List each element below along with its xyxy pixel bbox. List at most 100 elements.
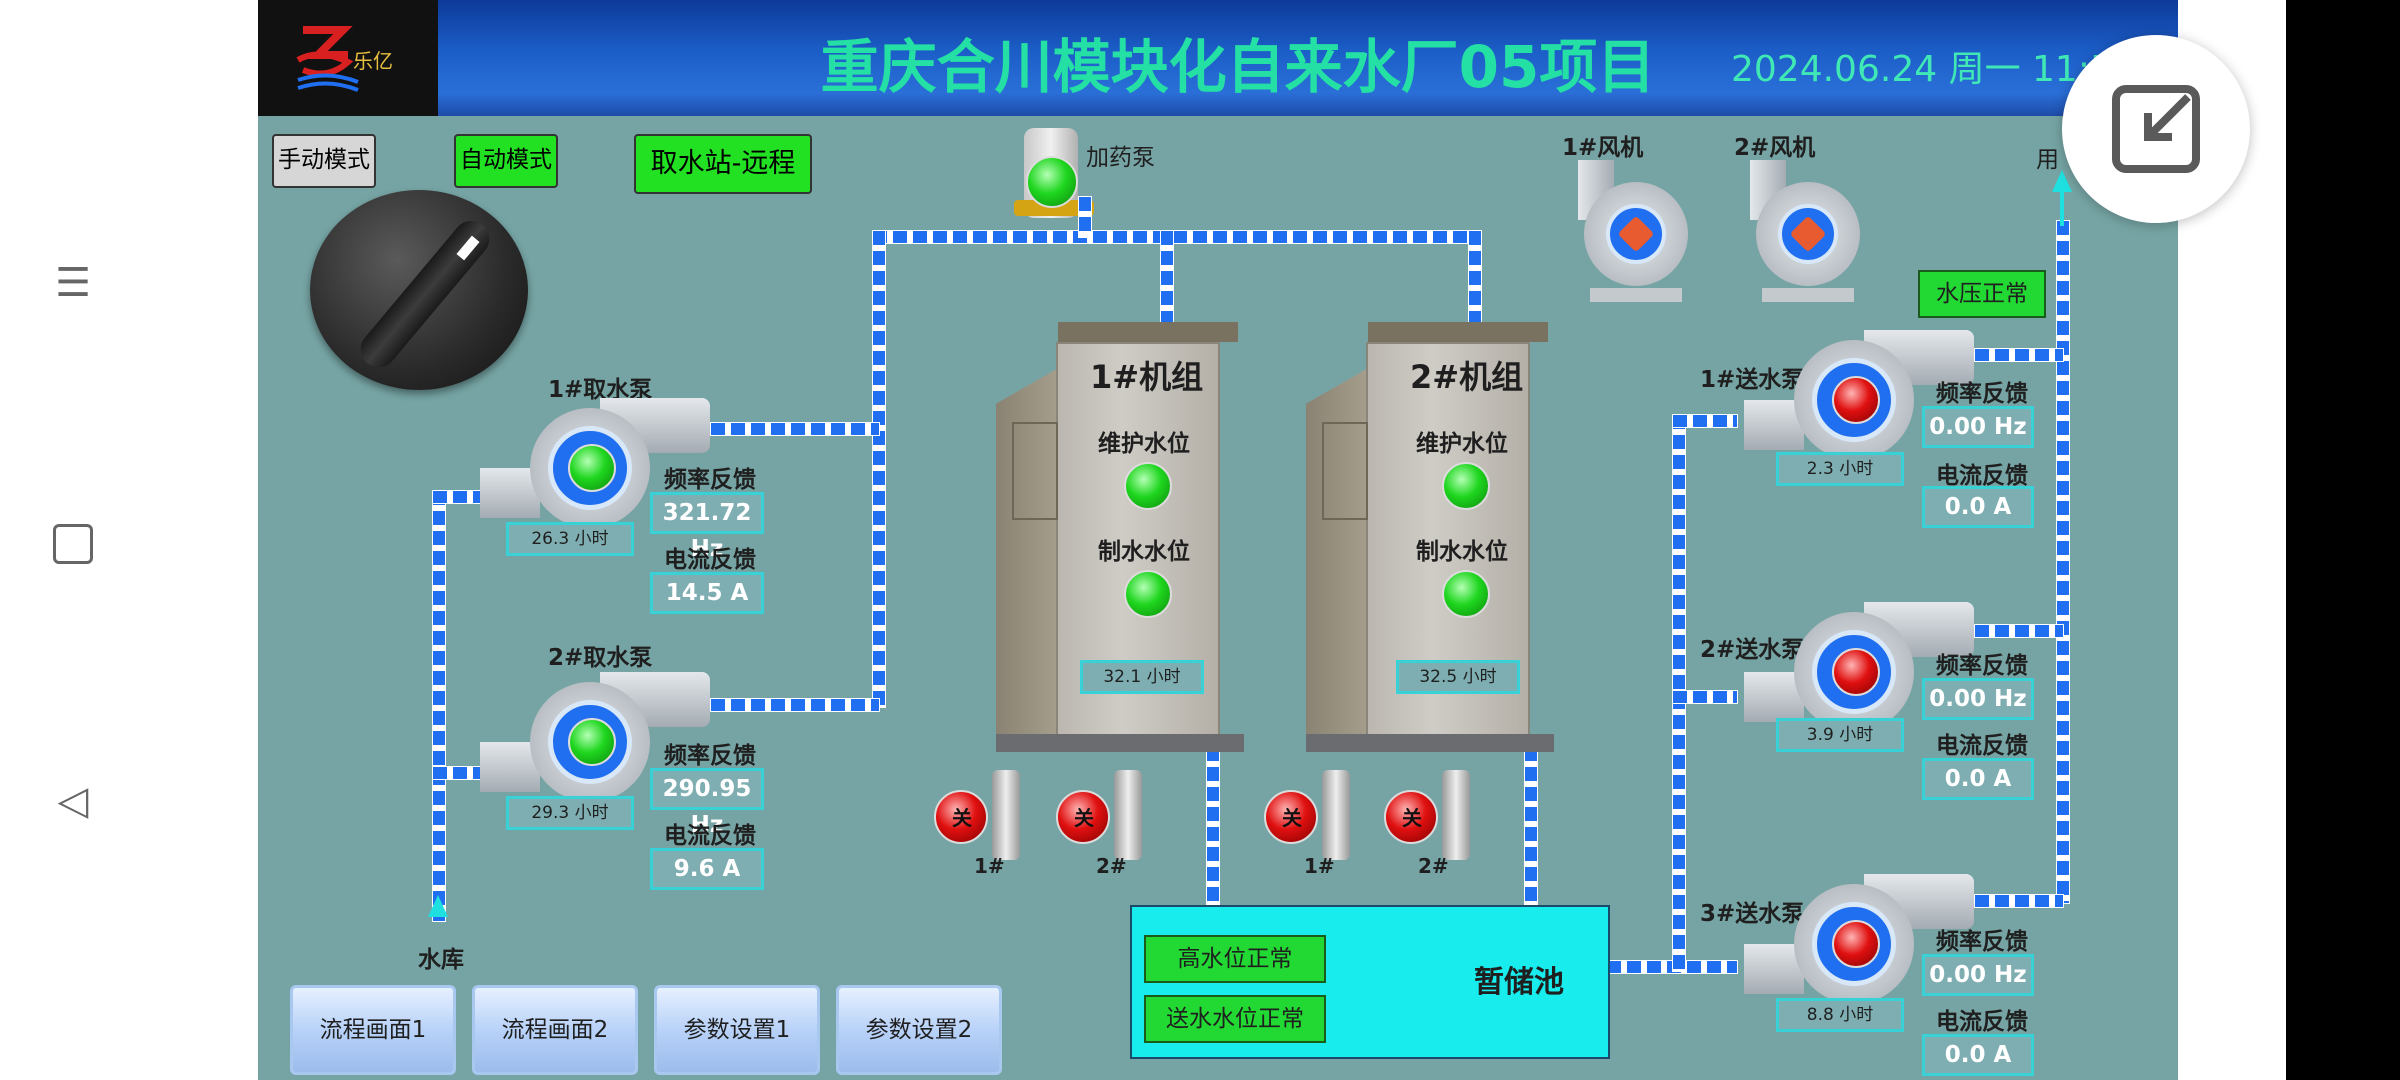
supply-pump-1-hours: 2.3 小时 (1776, 452, 1904, 486)
menu-icon[interactable]: ☰ (55, 260, 91, 306)
user-flow-arrow-icon (2052, 170, 2072, 192)
supply-pump-3-status-led (1832, 920, 1880, 968)
supply-pump-3-current-label: 电流反馈 (1936, 1009, 2028, 1035)
supply-pump-3-freq-label: 频率反馈 (1936, 929, 2028, 955)
intake-pump-1-current-label: 电流反馈 (664, 547, 756, 573)
back-triangle-icon[interactable]: ◁ (57, 778, 89, 824)
supply-pump-3-hours: 8.8 小时 (1776, 998, 1904, 1032)
fan-1[interactable] (1578, 160, 1688, 310)
pipe-pump1-out (710, 422, 880, 436)
supply-pump-1-status-led (1832, 376, 1880, 424)
supply-pump-3-label: 3#送水泵 (1700, 901, 1805, 927)
unit-1-maint-level-label: 维护水位 (1098, 431, 1190, 457)
reservoir-label: 水库 (418, 947, 464, 973)
unit-2-prod-level-led (1442, 570, 1490, 618)
pipe-reservoir-riser (432, 490, 446, 922)
pipe-user-main (2056, 220, 2070, 904)
flow-screen-1-button[interactable]: 流程画面1 (290, 985, 456, 1075)
unit-1-valve-2[interactable]: 关 (1056, 770, 1166, 860)
pipe-unit1-drain (1206, 746, 1220, 908)
unit-1-hours: 32.1 小时 (1080, 660, 1204, 694)
supply-pump-3-freq-value: 0.00 Hz (1922, 954, 2034, 996)
unit-2-valve-1[interactable]: 关 (1264, 770, 1374, 860)
collapse-icon (2112, 85, 2200, 173)
water-pressure-status: 水压正常 (1918, 270, 2046, 318)
high-level-status: 高水位正常 (1144, 935, 1326, 983)
station-remote-button[interactable]: 取水站-远程 (634, 134, 812, 194)
user-outlet-label: 用 (2036, 147, 2059, 173)
intake-pump-1-freq-value: 321.72 Hz (650, 492, 764, 562)
unit-2-hours: 32.5 小时 (1396, 660, 1520, 694)
scada-screen: 乐亿 重庆合川模块化自来水厂05项目 2024.06.24 周一 11:52 手… (258, 0, 2178, 1080)
intake-pump-2-current-value: 9.6 A (650, 848, 764, 890)
pipe-intake-riser (872, 230, 886, 708)
home-square-icon[interactable] (48, 518, 98, 568)
unit-2-valve-2[interactable]: 关 (1384, 770, 1494, 860)
pipe-unit2-drain (1524, 746, 1538, 908)
intake-pump-2-freq-label: 频率反馈 (664, 743, 756, 769)
supply-pump-2-current-label: 电流反馈 (1936, 733, 2028, 759)
intake-pump-1[interactable] (480, 398, 710, 548)
dosing-pump-status-led (1026, 156, 1078, 208)
supply-pump-2-current-value: 0.0 A (1922, 758, 2034, 800)
pipe-pump2-out (710, 698, 880, 712)
dosing-pump[interactable] (1014, 122, 1094, 222)
intake-pump-2-current-label: 电流反馈 (664, 823, 756, 849)
unit-1-prod-level-led (1124, 570, 1172, 618)
supply-pump-1[interactable] (1744, 330, 1974, 480)
pipe-supply3-out (1974, 894, 2064, 908)
unit-2-valve-2-label: 2# (1418, 854, 1449, 878)
pipe-top-header (872, 230, 1478, 244)
flow-screen-2-button[interactable]: 流程画面2 (472, 985, 638, 1075)
fan-1-label: 1#风机 (1562, 135, 1644, 161)
manual-mode-button[interactable]: 手动模式 (272, 134, 376, 188)
fan-2-label: 2#风机 (1734, 135, 1816, 161)
pipe-supply1-in (1672, 414, 1738, 428)
supply-pump-2-freq-label: 频率反馈 (1936, 653, 2028, 679)
supply-level-status: 送水水位正常 (1144, 995, 1326, 1043)
supply-pump-2-hours: 3.9 小时 (1776, 718, 1904, 752)
svg-text:乐亿: 乐亿 (353, 49, 393, 73)
param-settings-1-button[interactable]: 参数设置1 (654, 985, 820, 1075)
mode-selector-knob[interactable] (310, 190, 528, 390)
supply-pump-1-freq-value: 0.00 Hz (1922, 406, 2034, 448)
unit-2-valve-1-label: 1# (1304, 854, 1335, 878)
unit-1-label: 1#机组 (1090, 358, 1204, 396)
intake-pump-1-current-value: 14.5 A (650, 572, 764, 614)
intake-pump-2-hours: 29.3 小时 (506, 796, 634, 830)
reservoir-flow-arrow-icon (428, 895, 448, 917)
auto-mode-button[interactable]: 自动模式 (454, 134, 558, 188)
supply-pump-2[interactable] (1744, 602, 1974, 752)
supply-pump-2-freq-value: 0.00 Hz (1922, 678, 2034, 720)
intake-pump-2-status-led (568, 718, 616, 766)
intake-pump-2[interactable] (480, 672, 710, 822)
supply-pump-3[interactable] (1744, 874, 1974, 1024)
unit-1-prod-level-label: 制水水位 (1098, 539, 1190, 565)
intake-pump-1-status-led (568, 444, 616, 492)
param-settings-2-button[interactable]: 参数设置2 (836, 985, 1002, 1075)
datetime-display: 2024.06.24 周一 11:52 (1731, 49, 2136, 90)
company-logo: 乐亿 (258, 0, 438, 116)
intake-pump-2-label: 2#取水泵 (548, 645, 653, 671)
supply-pump-1-current-value: 0.0 A (1922, 486, 2034, 528)
supply-pump-3-current-value: 0.0 A (1922, 1034, 2034, 1076)
unit-1-valve-1-label: 1# (974, 854, 1005, 878)
dosing-pump-label: 加药泵 (1086, 145, 1155, 171)
intake-pump-1-hours: 26.3 小时 (506, 522, 634, 556)
pipe-to-unit-1 (1160, 230, 1174, 328)
storage-pool[interactable]: 高水位正常 送水水位正常 暂储池 (1130, 905, 1610, 1059)
unit-2-maint-level-led (1442, 462, 1490, 510)
unit-2-prod-level-label: 制水水位 (1416, 539, 1508, 565)
intake-pump-2-freq-value: 290.95 Hz (650, 768, 764, 838)
supply-pump-1-freq-label: 频率反馈 (1936, 381, 2028, 407)
unit-2-label: 2#机组 (1410, 358, 1524, 396)
header-bar: 乐亿 重庆合川模块化自来水厂05项目 2024.06.24 周一 11:52 (258, 0, 2178, 116)
fan-2[interactable] (1750, 160, 1860, 310)
storage-pool-label: 暂储池 (1474, 965, 1564, 1000)
unit-2-maint-level-label: 维护水位 (1416, 431, 1508, 457)
unit-1-maint-level-led (1124, 462, 1172, 510)
exit-fullscreen-button[interactable] (2062, 35, 2250, 223)
pipe-supply1-out (1974, 348, 2064, 362)
system-nav-bar: ☰ ◁ (0, 0, 149, 1080)
unit-1-valve-1[interactable]: 关 (934, 770, 1044, 860)
